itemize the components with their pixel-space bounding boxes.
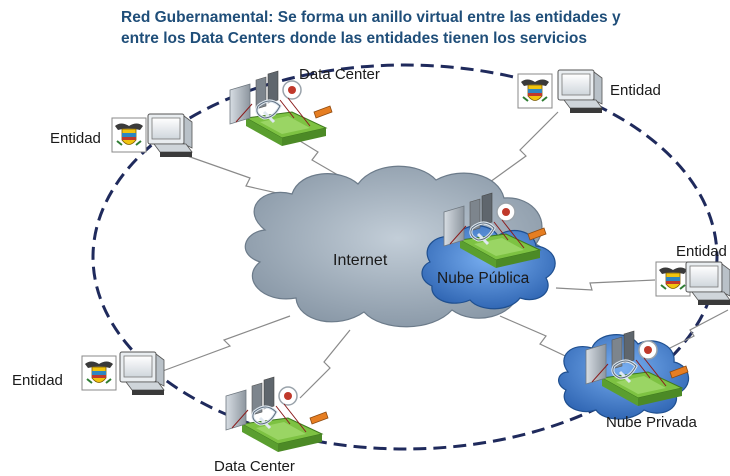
link-private-cloud-internet bbox=[499, 315, 579, 363]
entity-bottom-left-computer-icon bbox=[119, 351, 165, 396]
datacenter-bottom-servers bbox=[224, 375, 330, 454]
private-cloud-label: Nube Privada bbox=[606, 414, 698, 431]
entity-mid-right-label: Entidad bbox=[676, 243, 727, 260]
entity-mid-right-computer-icon bbox=[685, 261, 730, 306]
entity-top-left-computer-icon bbox=[147, 113, 193, 158]
link-datacenter-bottom-internet bbox=[299, 329, 351, 399]
diagram-title: Red Gubernamental: Se forma un anillo vi… bbox=[121, 7, 681, 49]
internet-label: Internet bbox=[333, 252, 388, 269]
link-entity-mid-right-private bbox=[661, 309, 729, 353]
virtual-ring bbox=[91, 63, 719, 451]
entity-bottom-left-label: Entidad bbox=[12, 372, 63, 389]
title-line-2: entre los Data Centers donde las entidad… bbox=[121, 30, 588, 47]
link-entity-bottom-left-internet bbox=[159, 315, 291, 373]
link-entity-mid-right-internet bbox=[555, 279, 656, 291]
entity-top-left-label: Entidad bbox=[50, 130, 101, 147]
entity-top-right-label: Entidad bbox=[610, 82, 661, 99]
entity-top-left-coat-of-arms-icon bbox=[111, 117, 147, 153]
link-entity-top-right-internet bbox=[489, 111, 559, 183]
public-cloud-label: Nube Pública bbox=[437, 270, 530, 287]
entity-top-right-coat-of-arms-icon bbox=[517, 73, 553, 109]
entity-mid-right-coat-of-arms-icon bbox=[655, 261, 691, 297]
datacenter-bottom-label: Data Center bbox=[214, 458, 295, 475]
entity-bottom-left-coat-of-arms-icon bbox=[81, 355, 117, 391]
title-line-1: Red Gubernamental: Se forma un anillo vi… bbox=[121, 9, 621, 26]
entity-top-right-computer-icon bbox=[557, 69, 603, 114]
datacenter-top-label: Data Center bbox=[299, 66, 380, 83]
